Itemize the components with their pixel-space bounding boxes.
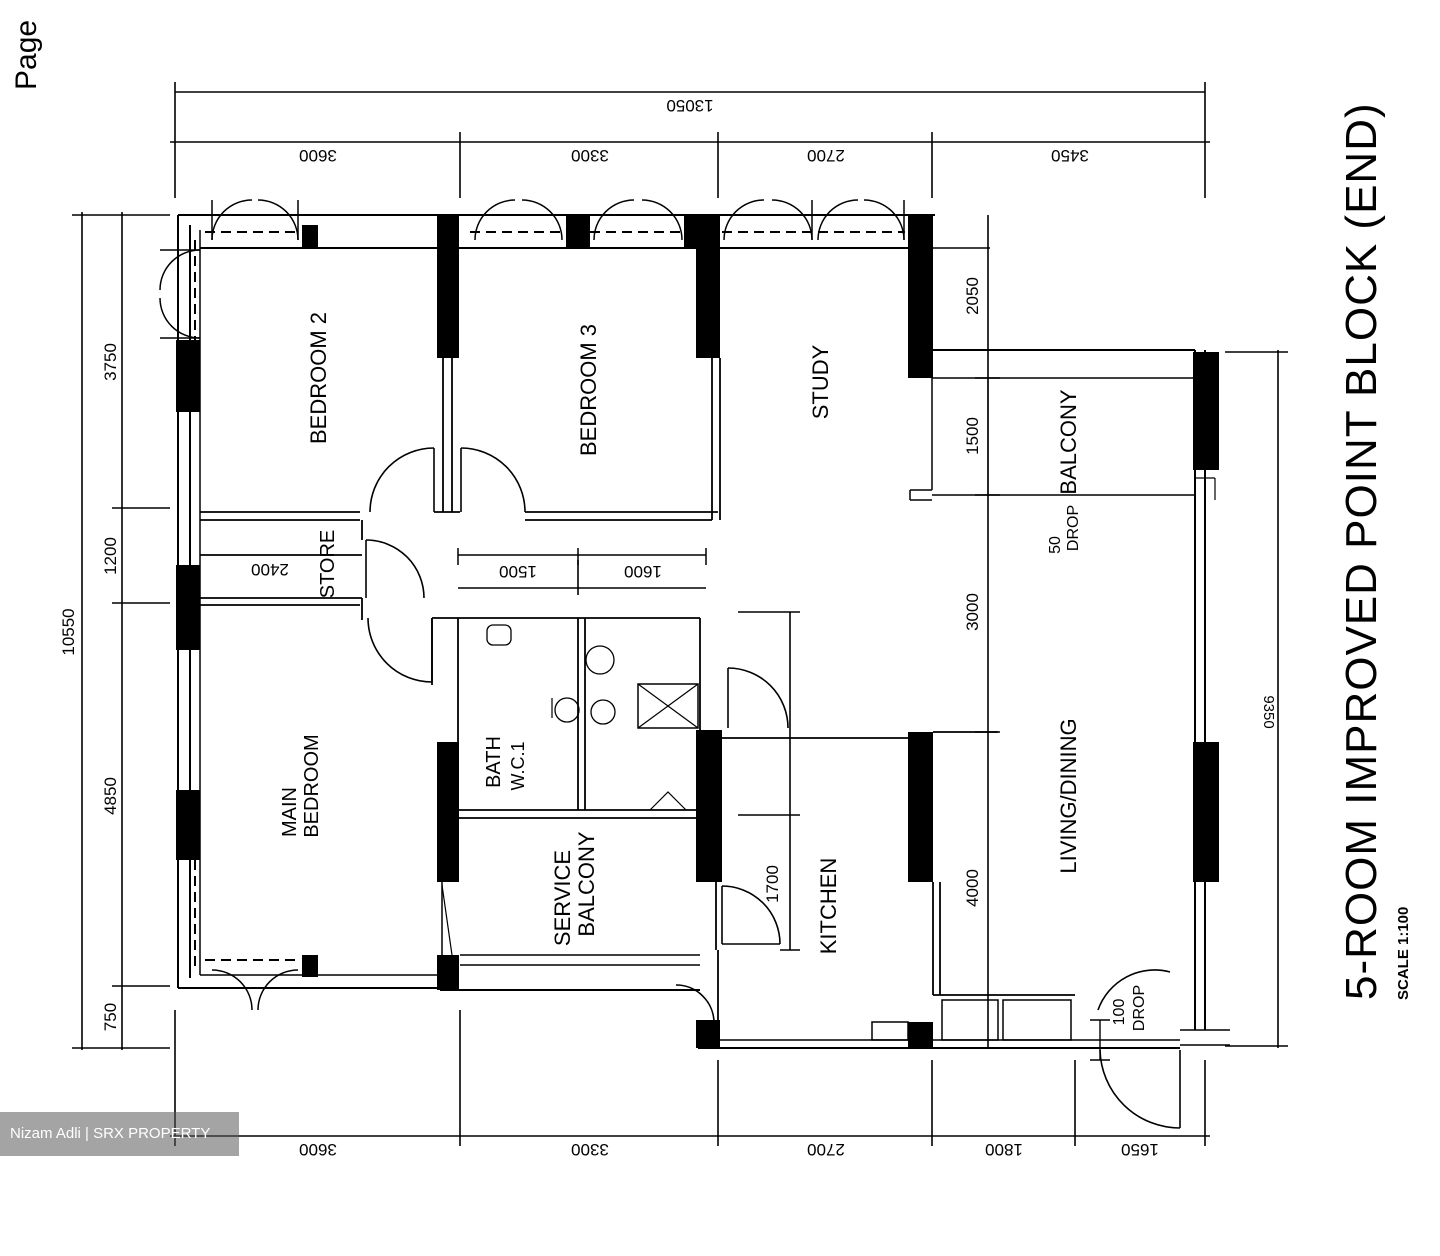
dim-bottom-1: 3600 bbox=[299, 1140, 337, 1159]
room-main-bedroom-line2: BEDROOM bbox=[301, 734, 323, 837]
room-balcony: BALCONY bbox=[1056, 389, 1081, 494]
scale-text: SCALE 1:100 bbox=[1395, 907, 1412, 1000]
room-service-balcony-line2: BALCONY bbox=[574, 831, 599, 936]
dim-bath2-width: 1600 bbox=[624, 562, 662, 581]
watermark: Nizam Adli | SRX PROPERTY bbox=[0, 1112, 239, 1156]
dim-kitchen-door: 1700 bbox=[763, 865, 782, 903]
door-swings bbox=[365, 447, 1181, 1129]
dim-top-1: 3600 bbox=[299, 146, 337, 165]
dim-top-3: 2700 bbox=[807, 146, 845, 165]
room-bedroom-2: BEDROOM 2 bbox=[306, 312, 331, 444]
structural-walls bbox=[176, 215, 1219, 1048]
dim-left-3: 4850 bbox=[101, 777, 120, 815]
plan-title: 5-ROOM IMPROVED POINT BLOCK (END) SCALE … bbox=[1337, 102, 1412, 1000]
top-dimensions: 13050 3600 3300 2700 3450 bbox=[170, 82, 1210, 198]
drop-50-label: DROP bbox=[1065, 505, 1082, 551]
dim-study-height: 2050 bbox=[963, 277, 982, 315]
room-bedroom-3: BEDROOM 3 bbox=[576, 324, 601, 456]
room-labels: BEDROOM 2 BEDROOM 3 STUDY BALCONY STORE … bbox=[279, 312, 1081, 954]
dim-bottom-2: 3300 bbox=[571, 1140, 609, 1159]
dim-right-total: 9350 bbox=[1260, 695, 1277, 728]
dim-bottom-4: 1800 bbox=[985, 1140, 1023, 1159]
dim-balcony-height: 1500 bbox=[963, 417, 982, 455]
dim-bottom-5: 1650 bbox=[1121, 1140, 1159, 1159]
room-service-balcony-line1: SERVICE bbox=[550, 850, 575, 946]
room-living-dining: LIVING/DINING bbox=[1056, 718, 1081, 873]
title-text: 5-ROOM IMPROVED POINT BLOCK (END) bbox=[1337, 102, 1386, 1000]
drop-50-value: 50 bbox=[1047, 536, 1064, 554]
drop-100-label: DROP bbox=[1131, 985, 1148, 1031]
inner-dimensions: 2400 1500 1600 1700 2050 1500 3000 4000 bbox=[251, 215, 1000, 1048]
dim-store-width: 2400 bbox=[251, 560, 289, 579]
drop-100-value: 100 bbox=[1111, 999, 1128, 1026]
room-bath-line2: W.C.1 bbox=[508, 741, 528, 790]
drop-notes: 50 DROP 100 DROP bbox=[1047, 505, 1148, 1031]
dim-living-height: 3000 bbox=[963, 593, 982, 631]
windows bbox=[189, 231, 905, 970]
dim-kitchen-height: 4000 bbox=[963, 869, 982, 907]
right-dimensions: 9350 bbox=[1225, 350, 1288, 1048]
dim-top-total: 13050 bbox=[666, 96, 713, 115]
dim-top-2: 3300 bbox=[571, 146, 609, 165]
room-kitchen: KITCHEN bbox=[816, 858, 841, 955]
left-dimensions: 10550 3750 1200 4850 750 bbox=[59, 212, 170, 1050]
room-bath-line1: BATH bbox=[483, 736, 505, 788]
dim-bath-width: 1500 bbox=[499, 562, 537, 581]
room-study: STUDY bbox=[808, 344, 833, 419]
window-swings bbox=[159, 199, 905, 1011]
bottom-dimensions: 3600 3300 2700 1800 1650 bbox=[170, 1010, 1210, 1159]
dim-bottom-3: 2700 bbox=[807, 1140, 845, 1159]
dim-left-2: 1200 bbox=[101, 537, 120, 575]
dim-left-total: 10550 bbox=[59, 608, 78, 655]
room-main-bedroom-line1: MAIN bbox=[279, 787, 301, 837]
dim-top-4: 3450 bbox=[1051, 146, 1089, 165]
dim-left-1: 3750 bbox=[101, 343, 120, 381]
dim-left-4: 750 bbox=[101, 1003, 120, 1031]
page-label: Page bbox=[10, 20, 43, 90]
room-store: STORE bbox=[317, 530, 339, 599]
